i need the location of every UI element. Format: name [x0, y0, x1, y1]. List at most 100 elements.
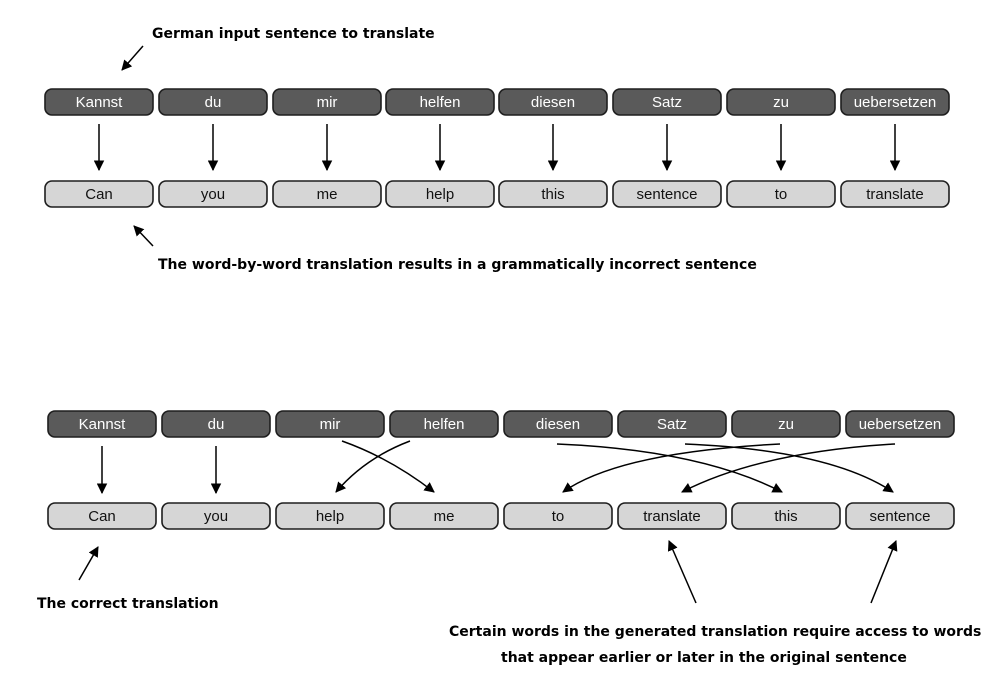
top-source-word-4: helfen [385, 88, 495, 116]
top-target-word-1: Can [44, 180, 154, 208]
bottom-source-word-box [47, 410, 157, 438]
bottom-target-word-box [275, 502, 385, 530]
bottom-target-word-box [731, 502, 841, 530]
top-target-word-box [840, 180, 950, 208]
top-target-word-4: help [385, 180, 495, 208]
top-target-word-8: translate [840, 180, 950, 208]
top-source-word-text: diesen [531, 94, 575, 111]
bottom-source-word-text: Kannst [79, 416, 127, 433]
top-source-word-text: zu [773, 94, 789, 111]
bottom-target-word-box [845, 502, 955, 530]
bottom-source-word-box [503, 410, 613, 438]
top-target-word-box [612, 180, 722, 208]
top-source-word-8: uebersetzen [840, 88, 950, 116]
top-source-word-7: zu [726, 88, 836, 116]
top-target-word-box [726, 180, 836, 208]
top-target-word-text: you [201, 186, 225, 203]
bottom-target-word-text: to [552, 508, 565, 525]
access-arrow-translate [667, 540, 697, 604]
bottom-target-word-text: translate [643, 508, 701, 525]
bottom-reorder-satz-sentence [684, 443, 894, 493]
bottom-target-word-text: me [434, 508, 455, 525]
bottom-target-word-8: sentence [845, 502, 955, 530]
bottom-target-word-4: me [389, 502, 499, 530]
bottom-crossing-helfen-help [335, 440, 411, 493]
bottom-reorder-zu-to [562, 443, 781, 493]
bottom-source-word-box [617, 410, 727, 438]
bottom-source-word-text: zu [778, 416, 794, 433]
bottom-target-word-2: you [161, 502, 271, 530]
bottom-target-word-box [389, 502, 499, 530]
correct-translation-label: The correct translation [37, 596, 219, 612]
top-source-word-6: Satz [612, 88, 722, 116]
bottom-source-word-text: Satz [657, 416, 687, 433]
top-target-word-text: me [317, 186, 338, 203]
top-target-word-text: help [426, 186, 454, 203]
bottom-source-word-box [389, 410, 499, 438]
top-source-word-box [726, 88, 836, 116]
top-target-word-text: translate [866, 186, 924, 203]
top-source-word-text: du [205, 94, 222, 111]
bottom-target-word-1: Can [47, 502, 157, 530]
bottom-source-word-2: du [161, 410, 271, 438]
bottom-target-word-text: Can [88, 508, 116, 525]
top-target-word-text: sentence [637, 186, 698, 203]
bottom-target-word-box [47, 502, 157, 530]
top-source-word-text: uebersetzen [854, 94, 937, 111]
alignment-arrows [93, 124, 901, 495]
top-target-word-5: this [498, 180, 608, 208]
word-by-word-label: The word-by-word translation results in … [158, 257, 757, 273]
top-target-word-box [44, 180, 154, 208]
bottom-target-word-box [161, 502, 271, 530]
top-source-word-text: Kannst [76, 94, 124, 111]
bottom-source-word-box [731, 410, 841, 438]
bottom-source-word-1: Kannst [47, 410, 157, 438]
bottom-target-word-7: this [731, 502, 841, 530]
bottom-target-word-3: help [275, 502, 385, 530]
bottom-source-word-8: uebersetzen [845, 410, 955, 438]
bottom-target-word-5: to [503, 502, 613, 530]
input-sentence-label: German input sentence to translate [152, 26, 435, 42]
top-source-word-5: diesen [498, 88, 608, 116]
input-label-arrow [121, 45, 144, 71]
correct-translation-arrow [78, 546, 99, 581]
access-label-line2: that appear earlier or later in the orig… [501, 650, 907, 666]
top-source-word-box [272, 88, 382, 116]
bottom-target-word-text: help [316, 508, 344, 525]
top-source-word-box [44, 88, 154, 116]
top-source-word-text: mir [317, 94, 338, 111]
bottom-reorder-uebersetzen-translate [681, 443, 896, 493]
top-target-word-2: you [158, 180, 268, 208]
bottom-source-word-text: mir [320, 416, 341, 433]
top-target-word-7: to [726, 180, 836, 208]
bottom-source-word-6: Satz [617, 410, 727, 438]
access-label-line1: Certain words in the generated translati… [449, 624, 981, 640]
bottom-target-word-box [617, 502, 727, 530]
top-target-word-text: to [775, 186, 788, 203]
bottom-source-word-3: mir [275, 410, 385, 438]
top-target-word-text: this [541, 186, 564, 203]
word-by-word-arrow [133, 225, 154, 247]
top-source-word-box [158, 88, 268, 116]
top-source-word-text: Satz [652, 94, 682, 111]
top-source-word-1: Kannst [44, 88, 154, 116]
bottom-target-word-text: you [204, 508, 228, 525]
bottom-target-word-text: sentence [870, 508, 931, 525]
bottom-source-word-7: zu [731, 410, 841, 438]
bottom-source-word-text: helfen [424, 416, 465, 433]
bottom-target-word-6: translate [617, 502, 727, 530]
access-arrow-sentence [870, 540, 898, 604]
top-source-word-box [385, 88, 495, 116]
bottom-target-word-text: this [774, 508, 797, 525]
bottom-reorder-diesen-this [556, 443, 783, 493]
top-target-word-6: sentence [612, 180, 722, 208]
top-target-word-3: me [272, 180, 382, 208]
top-source-word-box [498, 88, 608, 116]
bottom-source-word-box [845, 410, 955, 438]
top-target-word-box [498, 180, 608, 208]
bottom-source-word-text: uebersetzen [859, 416, 942, 433]
bottom-crossing-mir-me [341, 440, 435, 493]
bottom-source-word-5: diesen [503, 410, 613, 438]
